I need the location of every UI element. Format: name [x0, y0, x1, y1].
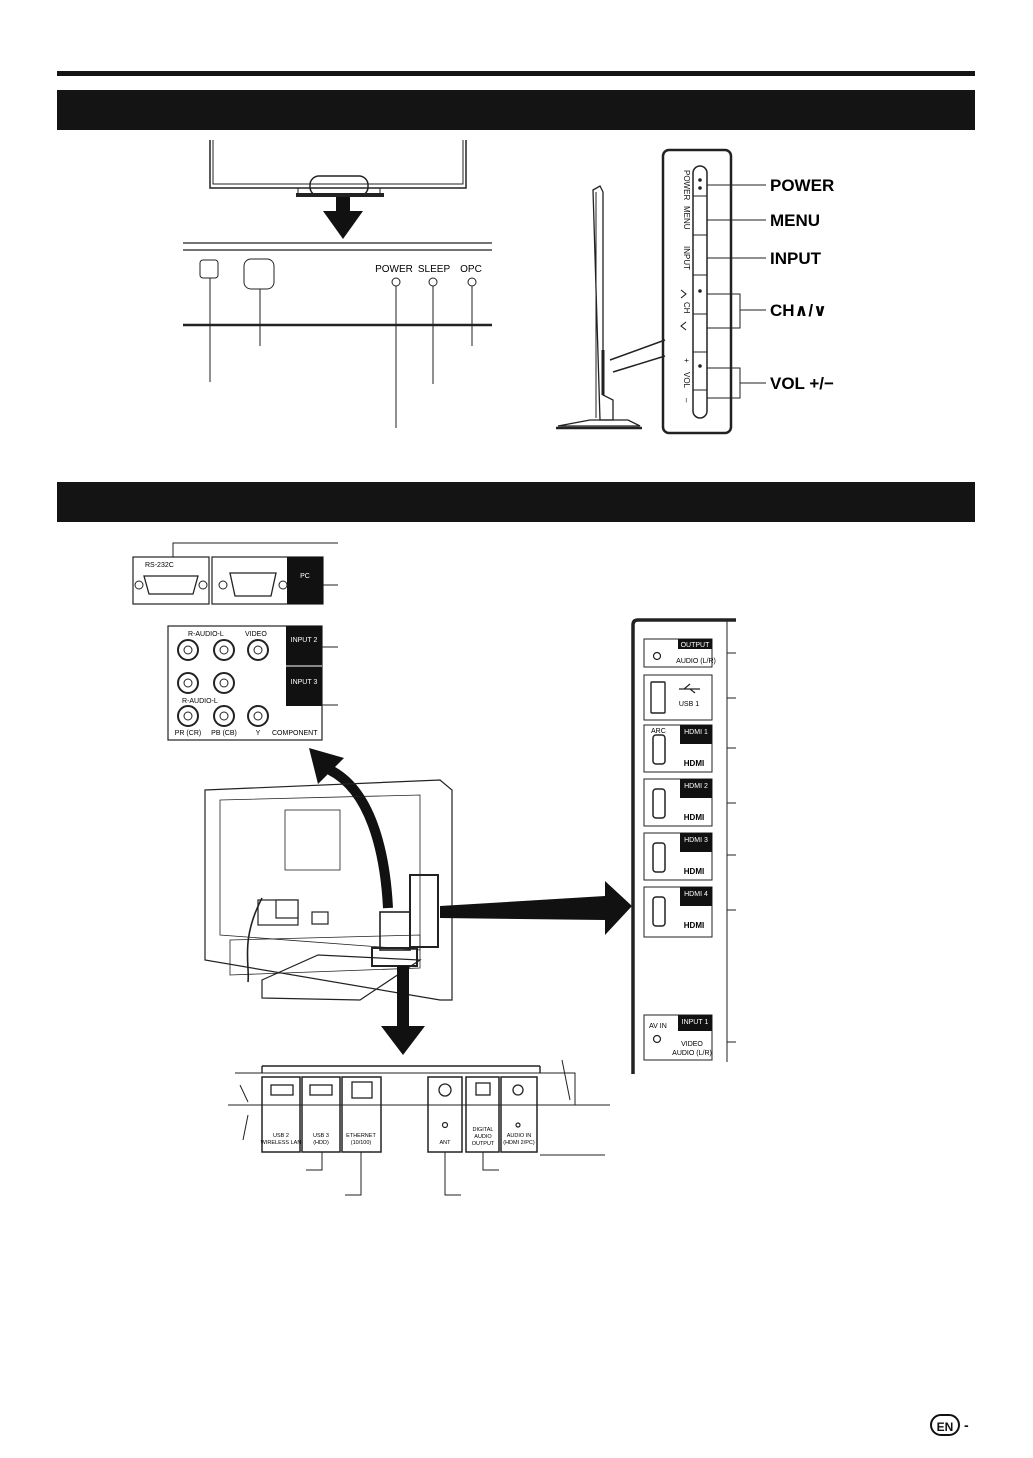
section-header-bar-1	[57, 90, 975, 130]
sleep-indicator-led	[428, 277, 438, 287]
hdmi3-label: HDMI 3	[684, 837, 708, 844]
curved-arrow-up	[309, 748, 393, 909]
r-audio-l-label-bottom: R-AUDIO-L	[182, 698, 218, 705]
audio-in-label: AUDIO IN	[507, 1133, 531, 1139]
rs232c-label: RS-232C	[145, 562, 174, 569]
av-video-label: VIDEO	[681, 1041, 703, 1048]
video-label: VIDEO	[245, 631, 267, 638]
bottom-terminal-panel	[228, 1059, 610, 1196]
usb1-label: USB 1	[679, 701, 699, 708]
y-label: Y	[256, 730, 261, 737]
panel-label-plus: +	[682, 358, 691, 363]
hdd-label: (HDD)	[313, 1140, 329, 1146]
pr-label: PR (CR)	[175, 730, 201, 737]
digital-audio-label-1: DIGITAL	[473, 1127, 494, 1133]
language-badge: EN	[930, 1414, 960, 1436]
digital-audio-label-3: OUTPUT	[472, 1141, 495, 1147]
tv-rear-view	[204, 779, 453, 1001]
callout-channel: CH∧/∨	[770, 301, 827, 320]
digital-audio-label-2: AUDIO	[474, 1134, 492, 1140]
panel-label-minus: –	[682, 398, 691, 403]
callout-input: INPUT	[770, 249, 822, 268]
headphone-audio-label: AUDIO (L/R)	[676, 658, 716, 665]
r-audio-l-label-top: R-AUDIO-L	[188, 631, 224, 638]
arrow-to-bottom-terminals	[381, 966, 425, 1055]
hdmi4-label: HDMI 4	[684, 891, 708, 898]
top-rule	[57, 71, 975, 76]
ethernet-speed-label: (10/100)	[351, 1140, 372, 1146]
input1-label: INPUT 1	[682, 1019, 709, 1026]
callout-menu: MENU	[770, 211, 820, 230]
ch-down-icon	[680, 321, 687, 331]
hdmi-logo-3: HDMI	[684, 867, 704, 876]
hdmi2-label: HDMI 2	[684, 783, 708, 790]
section-header-bar-2	[57, 482, 975, 522]
audio-in-sub-label: (HDMI 2/PC)	[503, 1140, 535, 1146]
ethernet-label: ETHERNET	[346, 1133, 376, 1139]
opc-indicator-led	[467, 277, 477, 287]
oc-sensor	[243, 258, 275, 290]
pc-label: PC	[300, 573, 310, 580]
arc-label: ARC	[651, 728, 666, 735]
ch-up-icon	[680, 289, 687, 299]
output-label: OUTPUT	[681, 642, 711, 649]
tv-side-profile	[556, 185, 666, 430]
hdmi-logo-4: HDMI	[684, 921, 704, 930]
av-audio-label: AUDIO (L/R)	[672, 1050, 712, 1057]
panel-label-vol: VOL	[682, 372, 691, 389]
ant-label: ANT	[440, 1140, 452, 1146]
callout-power: POWER	[770, 176, 834, 195]
side-button-callout-box	[661, 148, 766, 435]
input2-label: INPUT 2	[291, 637, 318, 644]
power-indicator-led	[391, 277, 401, 287]
usb2-label: USB 2	[273, 1133, 289, 1139]
front-detail	[183, 242, 492, 428]
page-number-dash: -	[964, 1417, 969, 1433]
hdmi-logo-1: HDMI	[684, 759, 704, 768]
hdmi-logo-2: HDMI	[684, 813, 704, 822]
component-label: COMPONENT	[272, 730, 318, 737]
side-terminal-panel	[631, 618, 736, 1074]
pb-label: PB (CB)	[211, 730, 237, 737]
panel-label-menu: MENU	[682, 206, 691, 230]
panel-label-ch: CH	[682, 302, 691, 314]
av-in-label: AV IN	[649, 1023, 667, 1030]
arrow-to-side-terminals	[440, 881, 632, 935]
down-arrow-front	[323, 197, 363, 239]
input3-label: INPUT 3	[291, 679, 318, 686]
indicator-label-opc: OPC	[460, 264, 482, 275]
remote-sensor	[199, 259, 219, 279]
panel-label-power: POWER	[682, 170, 691, 200]
indicator-label-sleep: SLEEP	[418, 264, 451, 275]
callout-volume: VOL +/−	[770, 374, 834, 393]
av-component-panel	[167, 625, 338, 741]
rs232c-pc-panel	[132, 542, 338, 605]
front-view	[209, 140, 467, 197]
panel-label-input: INPUT	[682, 246, 691, 270]
wireless-lan-label: WIRELESS LAN	[261, 1140, 302, 1146]
indicator-label-power: POWER	[375, 264, 413, 275]
hdmi1-label: HDMI 1	[684, 729, 708, 736]
usb3-label: USB 3	[313, 1133, 329, 1139]
